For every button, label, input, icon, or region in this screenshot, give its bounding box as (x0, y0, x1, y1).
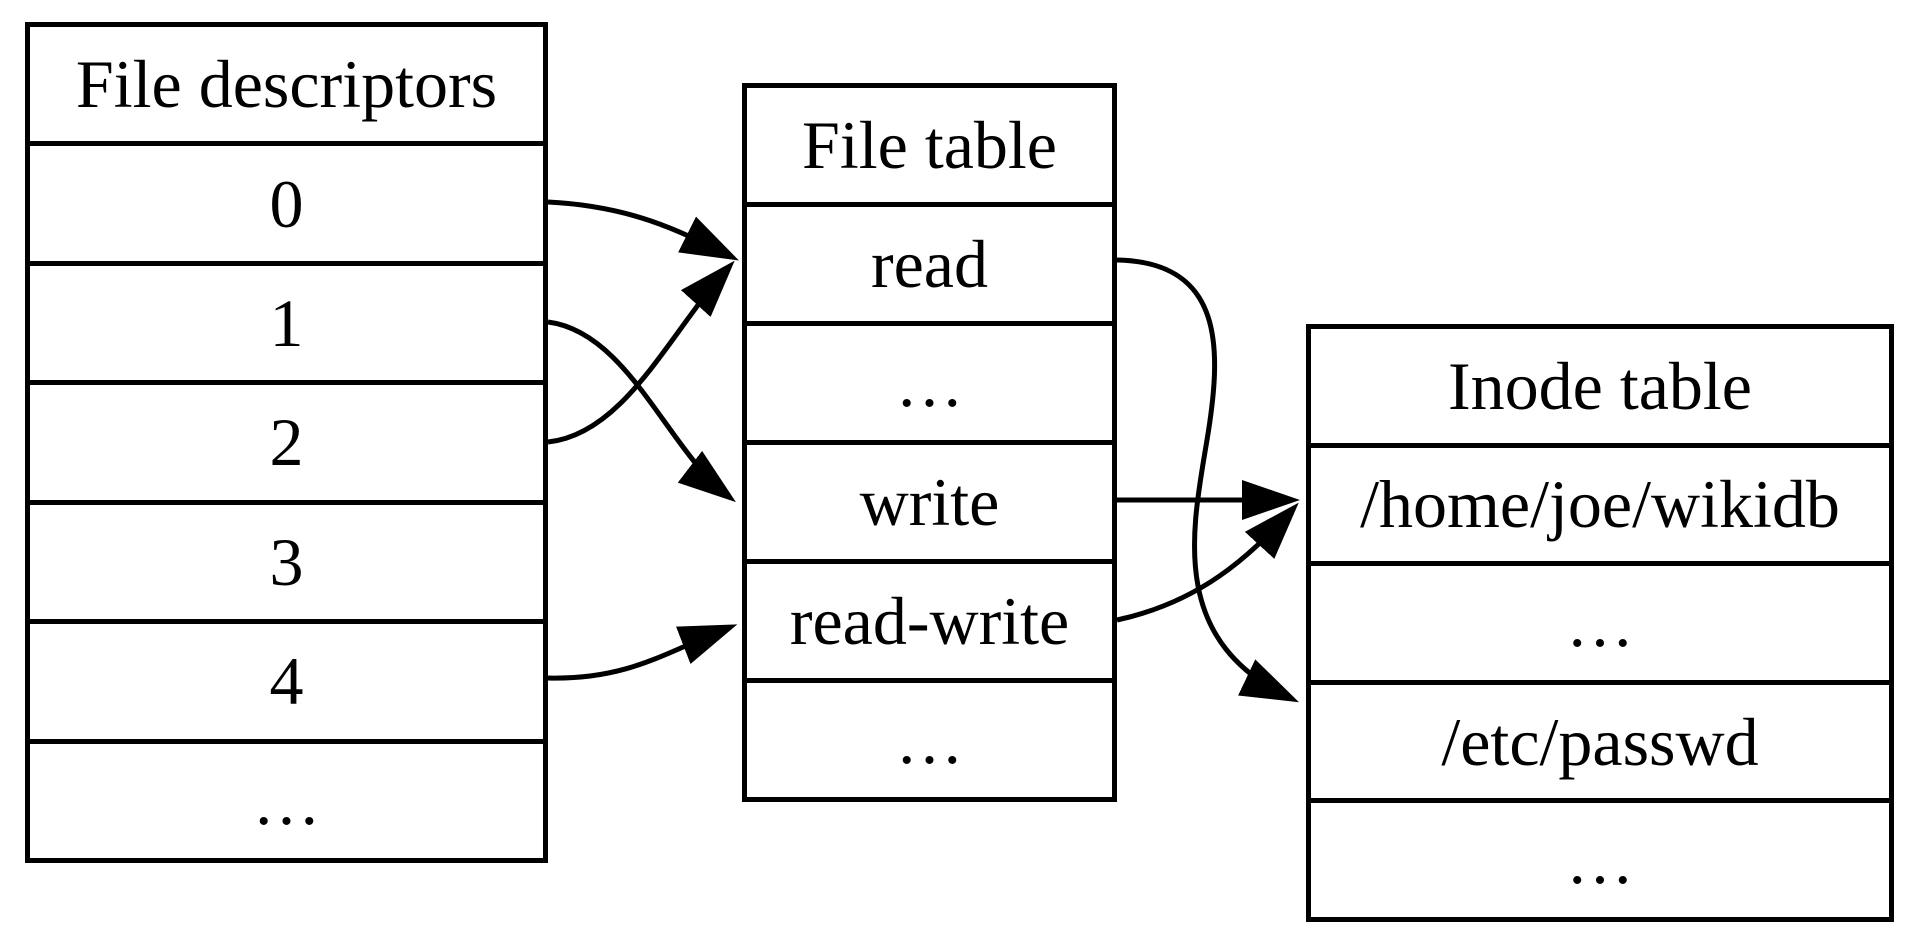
inode-row-etc-passwd: /etc/passwd (1311, 679, 1889, 799)
file-descriptor-row-0: 0 (30, 141, 543, 260)
file-table-row-ellipsis-2: … (747, 678, 1112, 797)
file-descriptor-row-ellipsis: … (30, 738, 543, 858)
inode-row-ellipsis-1: … (1311, 561, 1889, 680)
inode-row-ellipsis-2: … (1311, 798, 1889, 917)
arrow-fd0-to-read (547, 199, 739, 261)
arrow-fd1-to-write (547, 319, 736, 503)
file-descriptor-row-4: 4 (30, 619, 543, 738)
inode-table-title: Inode table (1448, 347, 1752, 424)
file-table-row-write: write (747, 440, 1112, 559)
file-table-row-read-write: read-write (747, 559, 1112, 678)
file-table-row-ellipsis-1: … (747, 321, 1112, 440)
arrow-fd2-to-read (547, 260, 735, 445)
inode-table: Inode table /home/joe/wikidb … /etc/pass… (1306, 324, 1894, 922)
arrow-read-to-etc-passwd (1116, 257, 1300, 703)
arrow-read-write-to-home-joe-wikidb (1116, 502, 1299, 623)
file-table-title: File table (802, 107, 1057, 183)
file-descriptors-table: File descriptors 0 1 2 3 4 … (25, 22, 548, 863)
file-descriptor-row-2: 2 (30, 380, 543, 499)
file-table-row-read: read (747, 202, 1112, 321)
file-descriptors-title: File descriptors (75, 46, 498, 123)
arrow-fd4-to-read-write (547, 624, 738, 681)
inode-row-home-joe-wikidb: /home/joe/wikidb (1311, 442, 1889, 562)
file-descriptor-row-3: 3 (30, 499, 543, 619)
file-descriptor-row-1: 1 (30, 260, 543, 380)
file-table: File table read … write read-write … (742, 83, 1117, 802)
